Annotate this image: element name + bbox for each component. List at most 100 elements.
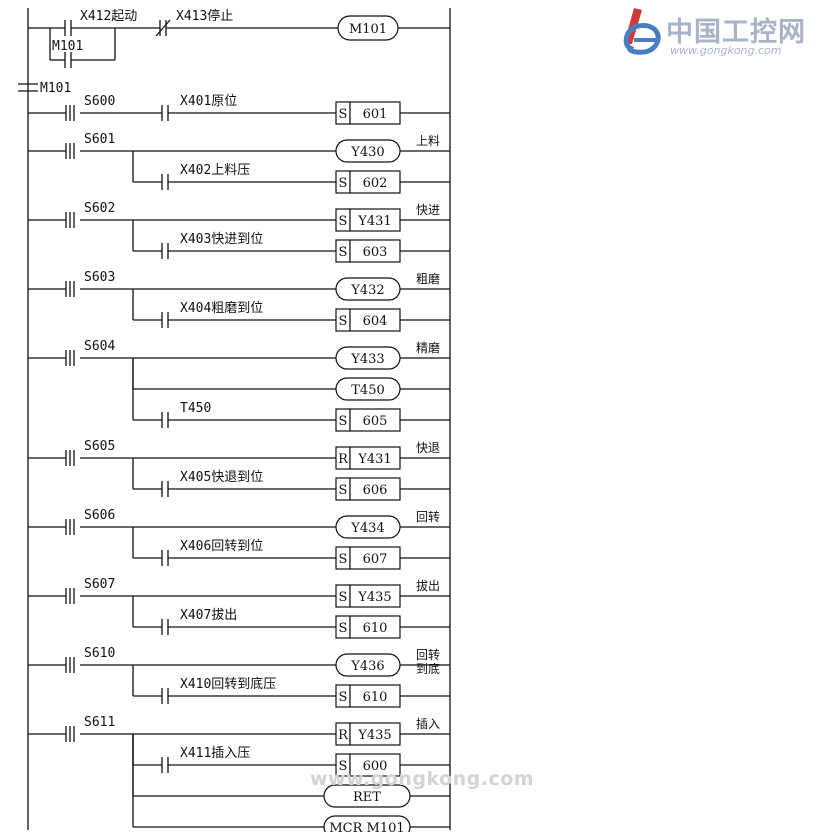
instruction-operand-label: 604 — [363, 314, 388, 329]
step-label: S603 — [84, 270, 115, 285]
instruction-operand-label: 607 — [363, 552, 388, 567]
coil-label: MCR M101 — [329, 821, 404, 832]
logo-brand-text: 中国工控网 — [666, 17, 806, 48]
contact-label: X401原位 — [180, 94, 237, 109]
stop-contact-label: X413停止 — [176, 8, 233, 24]
mc-contact-label: M101 — [40, 81, 71, 96]
contact-label: X402上料压 — [180, 163, 250, 178]
coil-label: Y430 — [350, 145, 384, 160]
action-note: 到底 — [416, 661, 440, 676]
contact-label: X403快进到位 — [180, 232, 263, 247]
action-note: 回转 — [416, 647, 440, 662]
logo-mark-icon — [623, 8, 661, 55]
action-note: 粗磨 — [416, 272, 440, 286]
coil-label: Y433 — [350, 352, 384, 367]
instruction-operand-box — [349, 101, 401, 125]
coil-m101-label: M101 — [349, 22, 387, 37]
coil-y432 — [335, 277, 401, 301]
coil-y434 — [335, 515, 401, 539]
start-contact-label: X412起动 — [80, 9, 137, 24]
instruction-operand-label: Y435 — [357, 728, 391, 743]
instruction-operand-box — [349, 170, 401, 194]
contact-label: X405快退到位 — [180, 470, 263, 485]
contact-label: X406回转到位 — [180, 539, 263, 554]
instruction-type-label: S — [339, 414, 348, 429]
coil-t450 — [335, 377, 401, 401]
instruction-operand-box — [349, 584, 401, 608]
instruction-type-label: R — [338, 728, 349, 743]
action-note: 拔出 — [416, 578, 440, 593]
coil-label: T450 — [351, 383, 384, 398]
coil-label: Y436 — [350, 659, 384, 674]
step-label: S601 — [84, 132, 115, 147]
coil-y436 — [335, 653, 401, 677]
instruction-type-label: S — [339, 690, 348, 705]
instruction-operand-label: 602 — [363, 176, 388, 191]
instruction-operand-label: Y431 — [357, 452, 391, 467]
coil-y430 — [335, 139, 401, 163]
coil-label: Y434 — [350, 521, 384, 536]
instruction-operand-label: 606 — [363, 483, 388, 498]
instruction-operand-box — [349, 308, 401, 332]
instruction-type-label: S — [339, 176, 348, 191]
step-label: S605 — [84, 439, 115, 454]
action-note: 插入 — [416, 717, 440, 731]
instruction-type-label: S — [339, 107, 348, 122]
instruction-operand-label: 600 — [363, 759, 388, 774]
action-note: 回转 — [416, 509, 440, 524]
watermark: www.gongkong.com — [310, 768, 535, 790]
contact-label: X404粗磨到位 — [180, 301, 263, 316]
action-note: 快进 — [416, 203, 440, 217]
coil-mcr-m101 — [323, 815, 411, 832]
logo-url-text: www.gongkong.com — [670, 44, 782, 57]
action-note: 精磨 — [416, 341, 440, 355]
step-label: S610 — [84, 646, 115, 661]
instruction-operand-label: 610 — [363, 690, 388, 705]
coil-y433 — [335, 346, 401, 370]
instruction-type-label: S — [339, 552, 348, 567]
action-note: 快退 — [416, 441, 440, 455]
instruction-type-label: S — [339, 214, 348, 229]
instruction-operand-box — [349, 753, 401, 777]
coil-ret — [323, 784, 411, 808]
instruction-operand-box — [349, 446, 401, 470]
instruction-operand-box — [349, 722, 401, 746]
seal-contact-label: M101 — [52, 39, 83, 54]
coil-label: RET — [353, 790, 381, 805]
start-stop-rung — [18, 15, 450, 92]
instruction-operand-box — [349, 408, 401, 432]
instruction-operand-label: 605 — [363, 414, 388, 429]
contact-label: T450 — [180, 401, 211, 416]
instruction-type-label: S — [339, 621, 348, 636]
instruction-operand-label: Y435 — [357, 590, 391, 605]
step-label: S611 — [84, 715, 115, 730]
instruction-operand-box — [349, 208, 401, 232]
instruction-operand-box — [349, 477, 401, 501]
contact-label: X411插入压 — [180, 746, 250, 761]
instruction-operand-label: 610 — [363, 621, 388, 636]
coil-label: Y432 — [350, 283, 384, 298]
instruction-type-label: S — [339, 245, 348, 260]
instruction-type-label: R — [338, 452, 349, 467]
instruction-type-label: S — [339, 759, 348, 774]
instruction-operand-box — [349, 684, 401, 708]
step-label: S607 — [84, 577, 115, 592]
instruction-operand-box — [349, 546, 401, 570]
step-label: S604 — [84, 339, 115, 354]
instruction-operand-box — [349, 239, 401, 263]
instruction-type-label: S — [339, 314, 348, 329]
step-label: S602 — [84, 201, 115, 216]
step-label: S600 — [84, 94, 115, 109]
logo: 中国工控网 www.gongkong.com — [604, 4, 816, 64]
step-label: S606 — [84, 508, 115, 523]
